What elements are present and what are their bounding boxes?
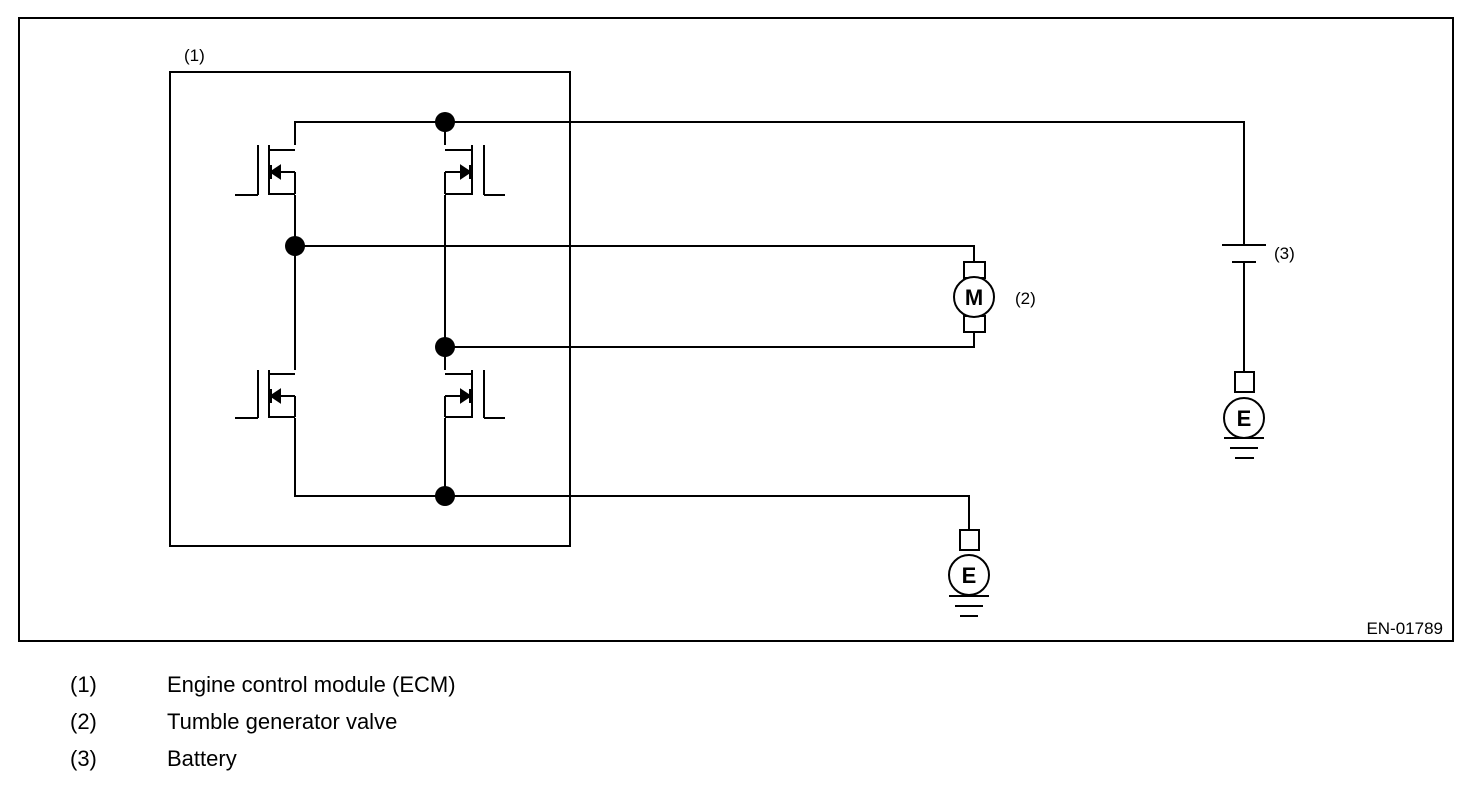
legend-text: Engine control module (ECM) [167, 672, 456, 697]
battery-marker: (3) [1274, 244, 1295, 263]
motor [953, 261, 995, 333]
mosfet-lower-right [444, 370, 505, 419]
figure-id: EN-01789 [1366, 619, 1443, 638]
legend-number: (1) [70, 672, 97, 697]
motor-symbol-label: M [965, 285, 983, 310]
mosfet-upper-right [444, 145, 505, 196]
mosfet-lower-left [235, 370, 296, 419]
diagram-frame [18, 17, 1454, 642]
mosfet-upper-left [235, 145, 296, 196]
ecm-marker: (1) [184, 46, 205, 65]
junction-dots [285, 112, 455, 506]
legend-number: (2) [70, 709, 97, 734]
legend-number: (3) [70, 746, 97, 771]
ground-symbol-label-right: E [1237, 406, 1252, 431]
motor-marker: (2) [1015, 289, 1036, 308]
ground-symbol-label-bottom: E [962, 563, 977, 588]
wires [294, 121, 1245, 530]
ground-right [1223, 371, 1265, 459]
ground-bottom [948, 529, 990, 617]
battery [1222, 244, 1266, 263]
ecm-box [169, 71, 571, 547]
legend-text: Battery [167, 746, 237, 771]
wiring-diagram: (1) (2) (3) M E E EN-01789 [18, 17, 1454, 642]
legend-text: Tumble generator valve [167, 709, 398, 734]
diode-symbols [269, 164, 472, 404]
